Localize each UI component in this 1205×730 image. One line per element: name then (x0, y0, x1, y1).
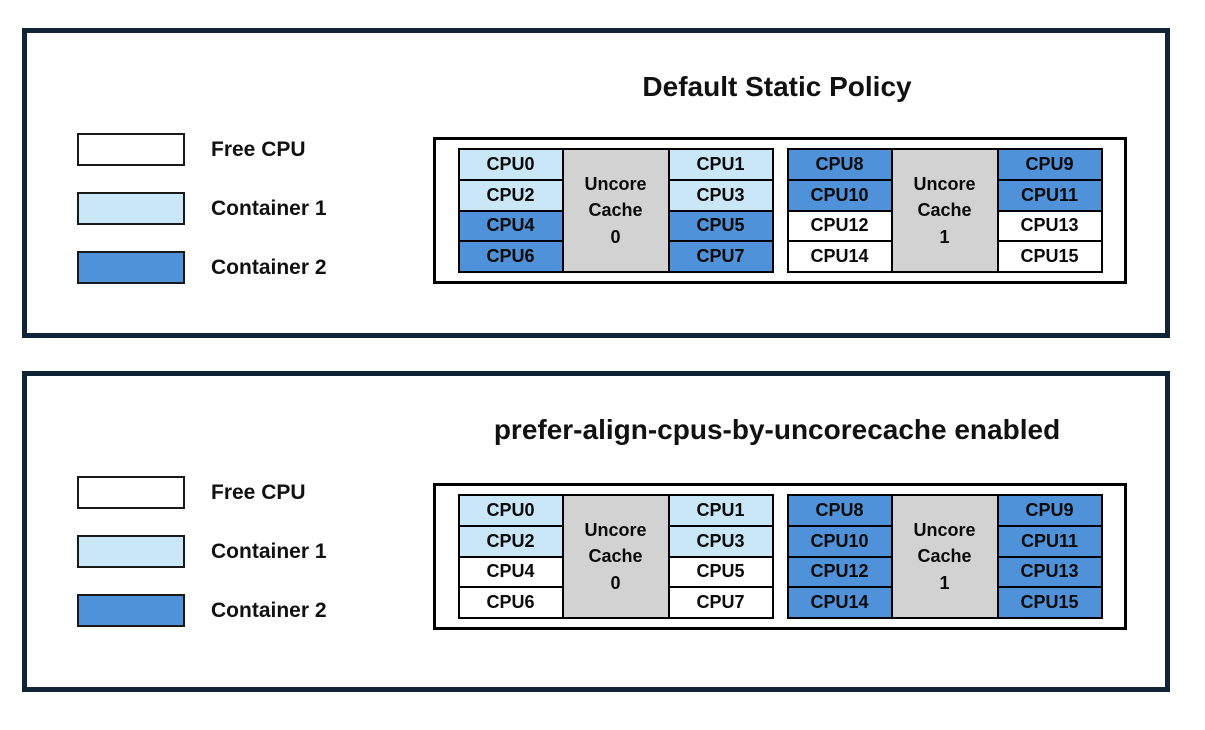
legend-swatch-free (77, 133, 185, 166)
cpu-cell-cpu3: CPU3 (667, 524, 774, 558)
cpu-cell-cpu0: CPU0 (457, 494, 564, 527)
cpu-cell-cpu6: CPU6 (457, 240, 564, 273)
cpu-cell-cpu15: CPU15 (996, 240, 1103, 273)
legend-label: Container 2 (211, 255, 327, 279)
cpu-cell-cpu10: CPU10 (786, 524, 893, 558)
legend-swatch-container1 (77, 535, 185, 568)
legend: Free CPU Container 1 Container 2 (77, 133, 327, 284)
cpu-cell-cpu13: CPU13 (996, 555, 1103, 589)
cpu-cell-cpu13: CPU13 (996, 209, 1103, 243)
legend-item-container2: Container 2 (77, 594, 327, 627)
cpu-cell-cpu8: CPU8 (786, 148, 893, 181)
cpu-cell-cpu14: CPU14 (786, 586, 893, 619)
uncore-cache-label-line: Uncore (584, 520, 647, 541)
legend-item-container1: Container 1 (77, 192, 327, 225)
cpu-cell-cpu5: CPU5 (667, 555, 774, 589)
legend: Free CPU Container 1 Container 2 (77, 476, 327, 627)
legend-swatch-free (77, 476, 185, 509)
cpu-cell-cpu12: CPU12 (786, 555, 893, 589)
legend-label: Free CPU (211, 137, 306, 161)
legend-swatch-container2 (77, 251, 185, 284)
panel-title: Default Static Policy (642, 71, 912, 102)
panel-title: prefer-align-cpus-by-uncorecache enabled (493, 414, 1061, 445)
legend-label: Container 1 (211, 196, 327, 220)
cpu-cell-cpu8: CPU8 (786, 494, 893, 527)
cpu-cell-cpu15: CPU15 (996, 586, 1103, 619)
uncore-cache-label-line: Cache (917, 546, 972, 567)
legend-item-free: Free CPU (77, 133, 327, 166)
uncore-cache-label-line: 0 (610, 572, 621, 593)
panel-prefer-align-cpus-by-uncorecache: prefer-align-cpus-by-uncorecache enabled… (22, 371, 1170, 692)
cpu-cell-cpu12: CPU12 (786, 209, 893, 243)
cpu-cell-cpu6: CPU6 (457, 586, 564, 619)
panel-default-static-policy: Default Static Policy Free CPU Container … (22, 28, 1170, 338)
legend-label: Container 1 (211, 539, 327, 563)
uncore-cache-label-line: Cache (588, 546, 643, 567)
uncore-cache-label-line: 1 (939, 572, 950, 593)
cpu-cell-cpu11: CPU11 (996, 524, 1103, 558)
uncore-cache-label-line: Uncore (584, 174, 647, 195)
cpu-cell-cpu11: CPU11 (996, 178, 1103, 212)
uncore-cache-label-line: Cache (917, 200, 972, 221)
legend-label: Free CPU (211, 480, 306, 504)
cpu-cell-cpu4: CPU4 (457, 555, 564, 589)
legend-swatch-container2 (77, 594, 185, 627)
cpu-cell-cpu9: CPU9 (996, 494, 1103, 527)
cpu-cell-cpu3: CPU3 (667, 178, 774, 212)
cpu-cell-cpu7: CPU7 (667, 240, 774, 273)
cpu-cell-cpu1: CPU1 (667, 494, 774, 527)
uncore-cache-label-line: 0 (610, 226, 621, 247)
cpu-cell-cpu7: CPU7 (667, 586, 774, 619)
cpu-cell-cpu0: CPU0 (457, 148, 564, 181)
uncore-cache-label-line: Uncore (913, 520, 976, 541)
cpu-cell-cpu10: CPU10 (786, 178, 893, 212)
cpu-cell-cpu4: CPU4 (457, 209, 564, 243)
cpu-cell-cpu2: CPU2 (457, 524, 564, 558)
cpu-cell-cpu5: CPU5 (667, 209, 774, 243)
legend-item-container1: Container 1 (77, 535, 327, 568)
legend-label: Container 2 (211, 598, 327, 622)
cpu-cell-cpu9: CPU9 (996, 148, 1103, 181)
cpu-cell-cpu1: CPU1 (667, 148, 774, 181)
uncore-cache-label-line: 1 (939, 226, 950, 247)
legend-item-free: Free CPU (77, 476, 327, 509)
legend-swatch-container1 (77, 192, 185, 225)
cpu-cell-cpu14: CPU14 (786, 240, 893, 273)
cpu-cell-cpu2: CPU2 (457, 178, 564, 212)
legend-item-container2: Container 2 (77, 251, 327, 284)
uncore-cache-label-line: Cache (588, 200, 643, 221)
uncore-cache-label-line: Uncore (913, 174, 976, 195)
